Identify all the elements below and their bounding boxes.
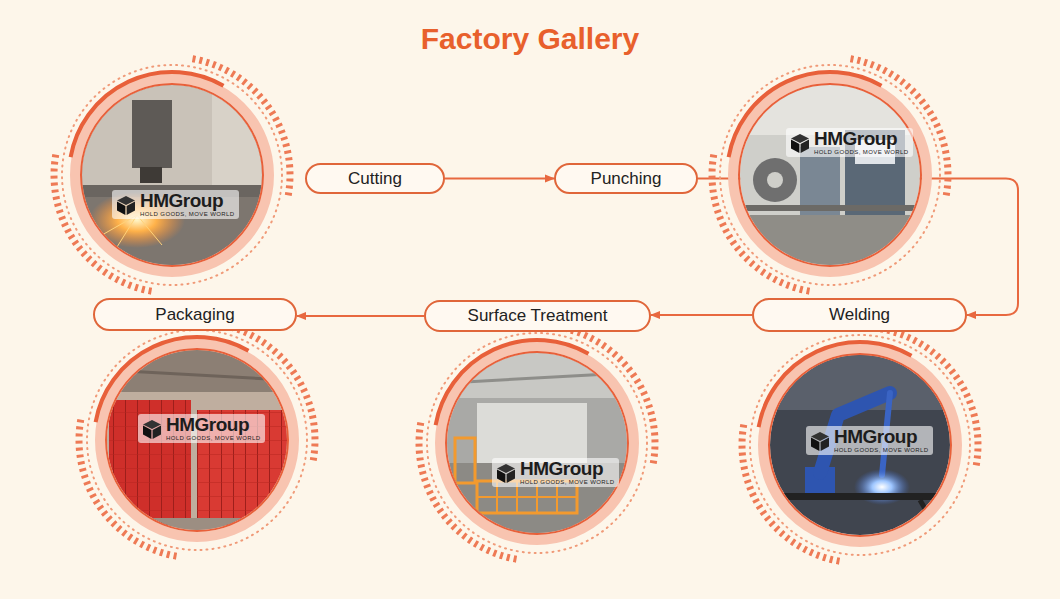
watermark: HMGroupHOLD GOODS, MOVE WORLD — [786, 128, 913, 157]
logo-cube-face — [143, 425, 151, 439]
watermark-text: HMGroupHOLD GOODS, MOVE WORLD — [814, 129, 908, 156]
logo-cube-face — [791, 139, 799, 153]
illustration-part — [132, 100, 172, 168]
illustration-part — [742, 329, 978, 561]
punching-photo — [712, 59, 948, 291]
watermark: HMGroupHOLD GOODS, MOVE WORLD — [806, 426, 933, 455]
watermark-tagline: HOLD GOODS, MOVE WORLD — [814, 149, 908, 156]
watermark-brand: HMGroup — [140, 191, 234, 211]
illustration-part — [447, 353, 627, 533]
illustration-part — [800, 147, 840, 215]
illustration-part — [117, 215, 137, 247]
logo-cube — [495, 462, 517, 484]
illustration-part — [740, 85, 920, 265]
watermark-brand: HMGroup — [834, 427, 928, 447]
watermark-tagline: HOLD GOODS, MOVE WORLD — [140, 211, 234, 218]
logo-cube-face — [811, 437, 819, 451]
logo-cube — [789, 132, 811, 154]
logo-cube-face — [153, 425, 161, 439]
flow-arrow — [651, 314, 752, 316]
watermark-brand: HMGroup — [166, 415, 260, 435]
step-label: Packaging — [155, 305, 234, 325]
logo-cube-face — [117, 201, 125, 215]
watermark-tagline: HOLD GOODS, MOVE WORLD — [166, 435, 260, 442]
watermark-brand: HMGroup — [520, 459, 614, 479]
logo-cube-face — [127, 201, 135, 215]
illustration-part — [54, 59, 290, 291]
surface-treatment-photo — [419, 327, 655, 559]
illustration-part — [775, 493, 945, 500]
watermark-text: HMGroupHOLD GOODS, MOVE WORLD — [834, 427, 928, 454]
watermark-text: HMGroupHOLD GOODS, MOVE WORLD — [520, 459, 614, 486]
watermark: HMGroupHOLD GOODS, MOVE WORLD — [492, 458, 619, 487]
watermark: HMGroupHOLD GOODS, MOVE WORLD — [138, 414, 265, 443]
watermark-text: HMGroupHOLD GOODS, MOVE WORLD — [140, 191, 234, 218]
process-pill: Cutting — [305, 163, 445, 194]
logo-cube — [141, 418, 163, 440]
illustration-part — [770, 355, 950, 535]
step-label: Punching — [591, 169, 662, 189]
illustration-part — [447, 353, 627, 533]
step-label: Surface Treatment — [468, 306, 608, 326]
logo-cube-face — [497, 469, 505, 483]
step-label: Cutting — [348, 169, 402, 189]
illustration-part — [740, 85, 920, 265]
logo-cube-face — [507, 469, 515, 483]
watermark: HMGroupHOLD GOODS, MOVE WORLD — [112, 190, 239, 219]
illustration-part — [107, 350, 287, 530]
illustration-part — [767, 172, 783, 188]
logo-cube-face — [821, 437, 829, 451]
step-label: Welding — [829, 305, 890, 325]
illustration-part — [137, 215, 162, 245]
cutting-photo — [54, 59, 290, 291]
watermark-text: HMGroupHOLD GOODS, MOVE WORLD — [166, 415, 260, 442]
illustration-part — [455, 438, 475, 483]
packaging-photo — [79, 324, 315, 556]
illustration-part — [712, 59, 948, 291]
process-pill: Packaging — [93, 298, 297, 331]
illustration-part — [753, 158, 797, 202]
welding-photo — [742, 329, 978, 561]
process-pill: Punching — [554, 163, 698, 194]
watermark-tagline: HOLD GOODS, MOVE WORLD — [834, 447, 928, 454]
watermark-brand: HMGroup — [814, 129, 908, 149]
logo-cube — [115, 194, 137, 216]
illustration-part — [140, 167, 162, 183]
diagram-title: Factory Gallery — [0, 22, 1060, 56]
process-pill: Welding — [752, 298, 967, 332]
illustration-part — [419, 327, 655, 559]
illustration-part — [79, 324, 315, 556]
illustration-part — [477, 403, 587, 463]
illustration-part — [477, 496, 577, 498]
process-pill: Surface Treatment — [424, 300, 651, 332]
flow-arrow — [297, 315, 424, 317]
illustration-part — [107, 350, 287, 530]
illustration-part — [742, 205, 918, 211]
flow-arrow — [445, 178, 554, 180]
illustration-part — [770, 355, 950, 535]
logo-cube — [809, 430, 831, 452]
logo-cube-face — [801, 139, 809, 153]
watermark-tagline: HOLD GOODS, MOVE WORLD — [520, 479, 614, 486]
